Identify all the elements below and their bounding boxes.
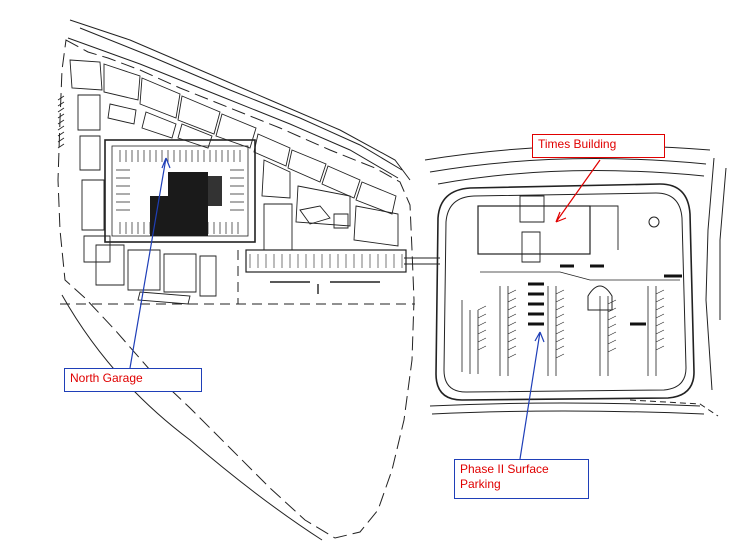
times-block-outer <box>435 183 695 401</box>
garage-ramp-core <box>168 172 208 236</box>
center-parking-stripes <box>528 282 544 326</box>
north-garage-outline <box>104 139 256 243</box>
parking-row-3 <box>547 286 557 376</box>
north-road <box>69 19 411 181</box>
stall-ticks <box>477 289 665 359</box>
parking-row-5 <box>647 286 657 376</box>
north-parking-stripes <box>560 264 682 278</box>
phase2-parking-label-line1: Phase II Surface <box>460 462 549 476</box>
north-garage-arrow <box>129 157 171 369</box>
southwest-buildings <box>95 244 217 305</box>
left-parcel-boundary <box>57 39 415 539</box>
north-road-edge-2 <box>67 37 399 179</box>
callout-arrows <box>129 157 601 460</box>
street-markings <box>270 281 380 294</box>
east-residential-blocks <box>245 133 407 273</box>
times-building-callout: Times Building <box>532 134 665 158</box>
connector-walkway <box>404 257 440 265</box>
parking-row-1 <box>461 300 479 374</box>
phase2-parking-layout <box>461 264 682 376</box>
north-garage-label: North Garage <box>70 371 143 385</box>
east-road-right <box>705 157 727 391</box>
northwest-buildings <box>69 59 257 263</box>
north-garage-callout: North Garage <box>64 368 202 392</box>
south-sidewalk <box>429 402 705 415</box>
right-parcel <box>424 145 727 417</box>
parking-row-4 <box>599 296 609 376</box>
times-building-arrow <box>555 159 601 223</box>
left-parcel <box>57 19 440 541</box>
times-building-footprint <box>477 195 660 263</box>
parking-row-2 <box>499 286 509 376</box>
times-building-label: Times Building <box>538 137 617 151</box>
north-road-edge <box>79 27 403 171</box>
phase2-parking-arrow <box>519 331 545 460</box>
west-hatching <box>57 95 65 149</box>
east-road-top-3 <box>437 170 705 185</box>
left-parcel-edge <box>61 294 323 541</box>
phase2-parking-callout: Phase II Surface Parking <box>454 459 589 499</box>
rounded-island <box>587 285 613 311</box>
southeast-road <box>629 399 719 417</box>
north-garage-structure <box>104 139 256 243</box>
times-block-inner <box>443 192 687 393</box>
east-road-top-2 <box>429 158 707 173</box>
phase2-parking-label-line2: Parking <box>460 477 501 491</box>
